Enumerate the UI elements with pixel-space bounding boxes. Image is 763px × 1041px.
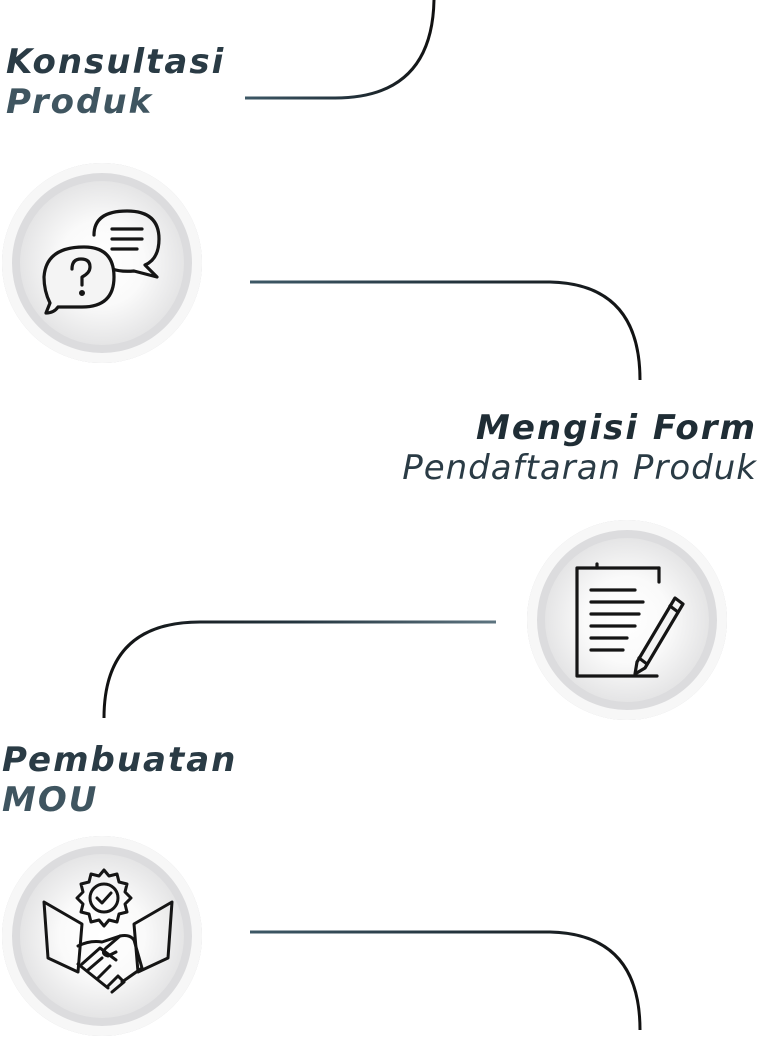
step-2-title-line1: Mengisi Form: [476, 408, 757, 448]
step-1-icon-badge: [2, 163, 202, 363]
step-3-title-line1: Pembuatan: [2, 740, 238, 780]
step-3-title: Pembuatan MOU: [2, 740, 237, 820]
step-3-icon-badge: [2, 836, 202, 1036]
connector-line-3: [102, 620, 496, 719]
step-2-icon-badge: [527, 520, 727, 720]
handshake-award-icon: [42, 868, 174, 994]
step-1-title-line2: Produk: [6, 82, 154, 122]
step-2-title-line2: Pendaftaran Produk: [402, 448, 757, 488]
chat-question-icon: [42, 209, 161, 315]
step-1-title-line1: Konsultasi: [6, 42, 226, 82]
step-3-title-line2: MOU: [2, 780, 99, 820]
connector-line-2: [250, 280, 642, 381]
step-1-title: Konsultasi Produk: [6, 42, 225, 122]
connector-line-1: [245, 0, 436, 100]
connector-line-4: [250, 930, 642, 1031]
form-pencil-icon: [575, 562, 685, 678]
step-2-title: Mengisi Form Pendaftaran Produk: [402, 408, 757, 488]
